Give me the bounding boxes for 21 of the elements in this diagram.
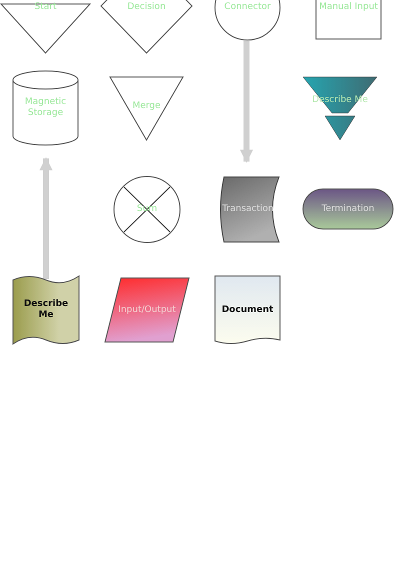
storage-cylinder — [12, 70, 79, 146]
shape-label: Start — [34, 2, 58, 12]
merge-triangle — [109, 76, 184, 141]
terminator-shape — [302, 188, 394, 230]
shape-label: Merge — [131, 100, 162, 112]
document-shape — [214, 275, 281, 346]
shape-label: Decision — [126, 2, 167, 12]
summing-junction-circle — [113, 176, 181, 243]
shape-label: Connector — [223, 2, 272, 12]
shape-label: Magnetic Storage — [24, 97, 68, 119]
shape-label: Manual Input — [318, 2, 379, 12]
shape-label: Document — [220, 305, 274, 316]
arrow — [39, 157, 53, 279]
shape-label: Termination — [320, 204, 376, 214]
arrow — [240, 41, 254, 163]
shape-label: Describe Me — [22, 299, 70, 321]
funnel-shape — [302, 76, 378, 141]
extract-shape — [0, 0, 91, 54]
punched-tape-shape — [12, 275, 80, 345]
input-output-parallelogram — [104, 277, 190, 343]
shape-label: Input/Output — [117, 304, 177, 316]
